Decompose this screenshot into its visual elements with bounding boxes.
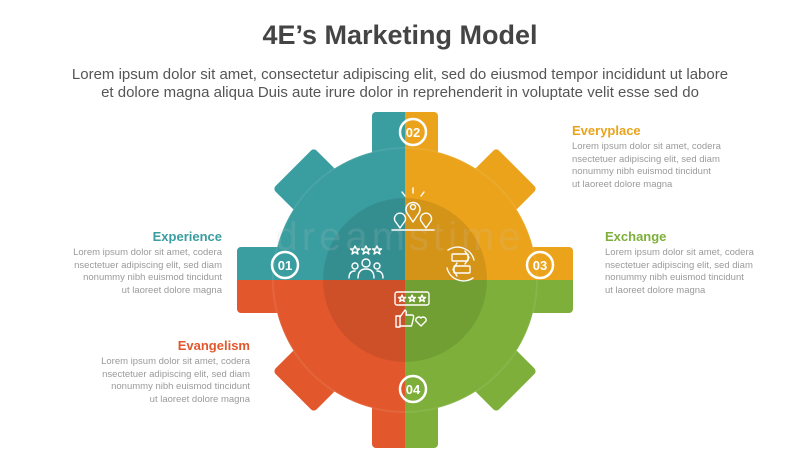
desc-line: Lorem ipsum dolor sit amet, codera: [73, 247, 222, 258]
desc-line: nsectetuer adipiscing elit, sed diam: [102, 368, 250, 380]
item-exchange: Exchange Lorem ipsum dolor sit amet, cod…: [605, 229, 765, 297]
badge-02-text: 02: [406, 125, 420, 140]
thumbs-up-review-icon: [394, 291, 430, 328]
item-everyplace-desc: Lorem ipsum dolor sit amet, codera nsect…: [572, 141, 732, 191]
location-pins-icon: [391, 187, 435, 231]
item-everyplace-label: Everyplace: [572, 123, 641, 138]
badge-03: 03: [525, 250, 555, 280]
page-title: 4E’s Marketing Model: [262, 20, 538, 50]
desc-line: nonummy nibh euismod tincidunt: [83, 272, 222, 283]
desc-line: ut laoreet dolore magna: [572, 178, 673, 190]
subtitle-line-1: Lorem ipsum dolor sit amet, consectetur …: [71, 66, 729, 83]
item-evangelism-label: Evangelism: [177, 338, 250, 353]
exchange-arrows-icon: [446, 246, 475, 282]
badge-04-text: 04: [406, 382, 421, 397]
item-experience-desc: Lorem ipsum dolor sit amet, codera nsect…: [62, 247, 222, 297]
desc-line: Lorem ipsum dolor sit amet, codera: [572, 141, 721, 152]
desc-line: Lorem ipsum dolor sit amet, codera: [101, 356, 250, 367]
item-evangelism-desc: Lorem ipsum dolor sit amet, codera nsect…: [90, 356, 250, 406]
desc-line: nonummy nibh euismod tincidunt: [605, 272, 744, 283]
item-experience-label: Experience: [152, 229, 222, 244]
desc-line: nsectetuer adipiscing elit, sed diam: [74, 259, 222, 271]
desc-line: ut laoreet dolore magna: [605, 284, 706, 296]
item-evangelism: Evangelism Lorem ipsum dolor sit amet, c…: [90, 338, 250, 406]
badge-01-text: 01: [278, 258, 292, 273]
badge-02: 02: [398, 117, 428, 147]
item-experience: Experience Lorem ipsum dolor sit amet, c…: [62, 229, 222, 297]
desc-line: nonummy nibh euismod tincidunt: [111, 381, 250, 392]
subtitle: Lorem ipsum dolor sit amet, consectetur …: [30, 66, 770, 102]
badge-04: 04: [398, 374, 428, 404]
inner-circle: [323, 198, 487, 362]
desc-line: nsectetuer adipiscing elit, sed diam: [572, 153, 720, 165]
item-exchange-label: Exchange: [605, 229, 667, 244]
subtitle-line-2: et dolore magna aliqua Duis aute irure d…: [101, 84, 699, 101]
item-exchange-desc: Lorem ipsum dolor sit amet, codera nsect…: [605, 247, 765, 297]
desc-line: ut laoreet dolore magna: [149, 393, 250, 405]
desc-line: nonummy nibh euismod tincidunt: [572, 166, 711, 177]
item-everyplace: Everyplace Lorem ipsum dolor sit amet, c…: [572, 123, 732, 191]
gear-ring: [272, 147, 538, 413]
people-rating-icon: [348, 245, 384, 279]
badge-03-text: 03: [533, 258, 547, 273]
desc-line: ut laoreet dolore magna: [121, 284, 222, 296]
desc-line: Lorem ipsum dolor sit amet, codera: [605, 247, 754, 258]
badge-01: 01: [270, 250, 300, 280]
desc-line: nsectetuer adipiscing elit, sed diam: [605, 259, 753, 271]
